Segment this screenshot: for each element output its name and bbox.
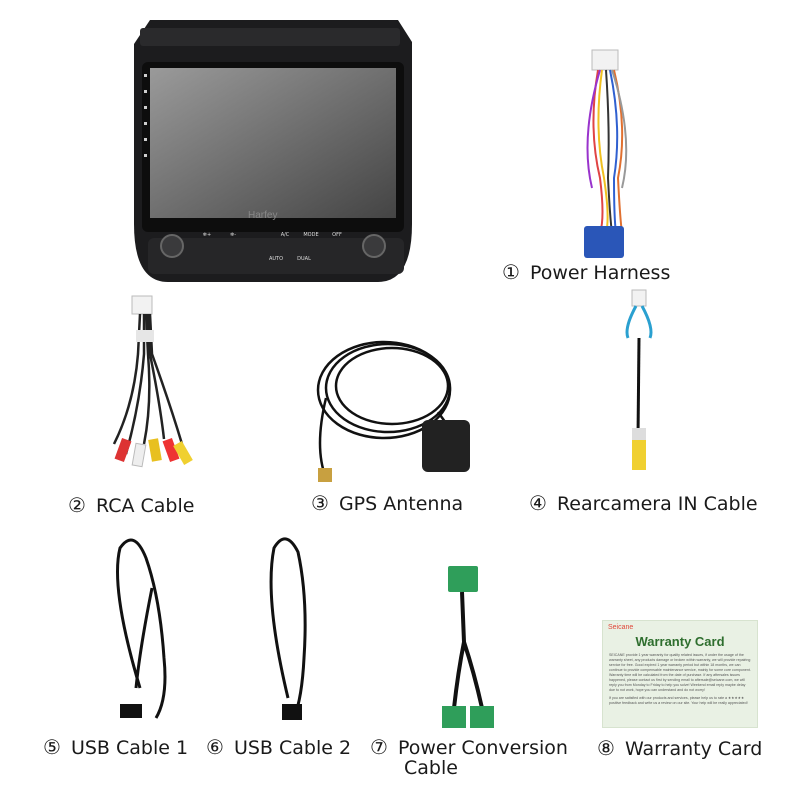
head-unit-image: Harfey ❄+ ❄- A/C MODE OFF AUTO DUAL: [128, 14, 418, 286]
hvac-button: DUAL: [297, 256, 311, 262]
head-unit-drawing: [134, 20, 412, 282]
warranty-card-text-1: SEICANE provide 1 year warranty for qual…: [609, 653, 751, 692]
hvac-button: [320, 256, 344, 262]
hvac-button: OFF: [332, 232, 342, 238]
head-unit-brand: Harfey: [248, 210, 278, 221]
warranty-card-brand: Seicane: [608, 624, 634, 631]
hvac-button: MODE: [303, 232, 319, 238]
hvac-button: [248, 232, 270, 238]
head-unit-buttons-top: ❄+ ❄- A/C MODE OFF: [196, 232, 348, 238]
rca-cable-image: [112, 295, 193, 468]
hvac-button: ❄-: [230, 232, 236, 238]
rearcamera-cable-image: [625, 289, 653, 470]
power-conversion-cable-image: [442, 566, 494, 728]
usb-cable-2-image: [269, 537, 307, 720]
hvac-button: ❄+: [202, 232, 212, 238]
gps-antenna-image: [316, 340, 470, 482]
warranty-card-body: SEICANE provide 1 year warranty for qual…: [609, 653, 751, 725]
power-harness-image: [584, 49, 628, 258]
warranty-card-text-2: If you are satisfied with our products a…: [609, 696, 748, 705]
head-unit-buttons-bottom: AUTO DUAL: [208, 256, 344, 262]
hvac-button: [236, 256, 260, 262]
warranty-card-image: Seicane Warranty Card SEICANE provide 1 …: [602, 620, 758, 728]
usb-cable-1-image: [116, 538, 167, 719]
hvac-button: [208, 256, 232, 262]
hvac-button: AUTO: [268, 256, 284, 262]
hvac-button: A/C: [280, 232, 290, 238]
warranty-card-title: Warranty Card: [635, 634, 725, 649]
